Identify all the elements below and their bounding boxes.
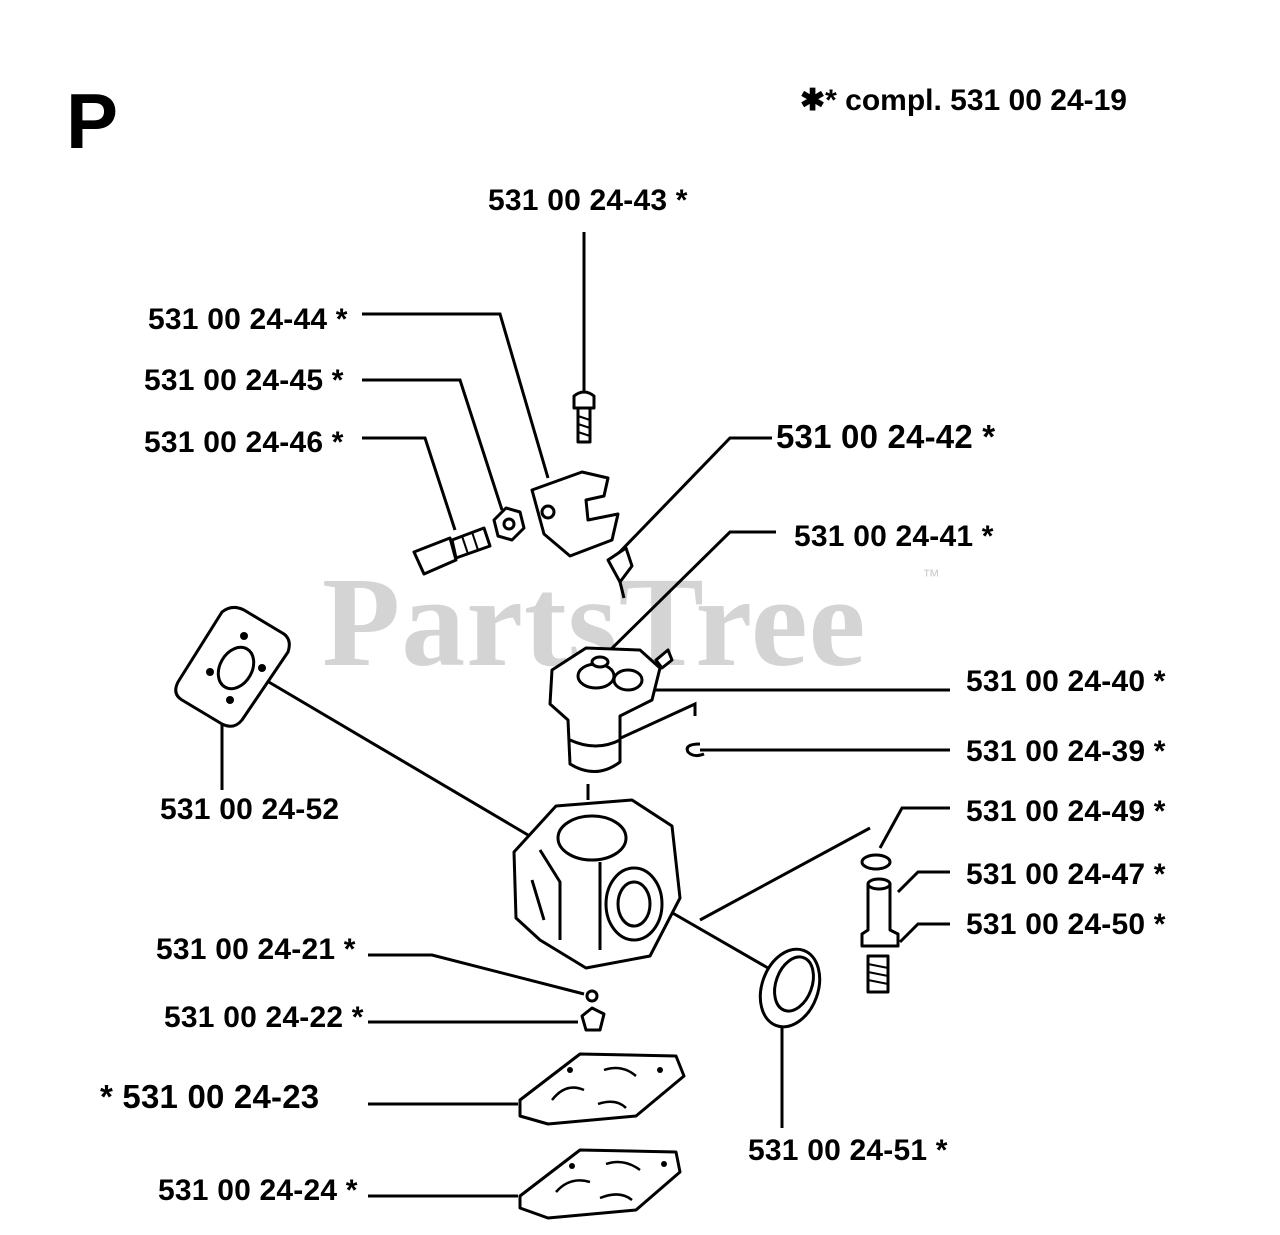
watermark-trademark: ™ xyxy=(922,566,940,586)
leader-50 xyxy=(898,922,950,944)
leader-41 xyxy=(596,530,776,664)
label-531-00-24-23: * 531 00 24-23 xyxy=(100,1078,320,1115)
leader-52b xyxy=(261,676,529,837)
lever-icon xyxy=(530,470,620,558)
leader-49 xyxy=(878,806,950,849)
adjusting-screw-icon xyxy=(412,526,492,576)
leader-46 xyxy=(362,436,457,531)
label-531-00-24-42: 531 00 24-42 * xyxy=(776,418,996,455)
leader-44 xyxy=(362,312,550,479)
label-531-00-24-52: 531 00 24-52 xyxy=(160,793,340,826)
spring-icon xyxy=(866,954,890,994)
label-531-00-24-39: 531 00 24-39 * xyxy=(966,735,1166,768)
leader-42 xyxy=(610,436,772,562)
screw-icon xyxy=(572,390,596,444)
label-531-00-24-24: 531 00 24-24 * xyxy=(158,1174,358,1207)
leader-21 xyxy=(368,953,585,996)
label-531-00-24-49: 531 00 24-49 * xyxy=(966,795,1166,828)
label-531-00-24-22: 531 00 24-22 * xyxy=(164,1001,364,1034)
leader-47 xyxy=(896,870,950,894)
section-letter: P xyxy=(66,77,119,165)
clip-icon xyxy=(685,742,705,758)
label-531-00-24-47: 531 00 24-47 * xyxy=(966,858,1166,891)
label-531-00-24-43: 531 00 24-43 * xyxy=(488,184,688,217)
pump-gasket-icon xyxy=(518,1052,686,1126)
plug-icon xyxy=(580,1006,606,1032)
needle-valve-icon xyxy=(606,546,634,599)
label-531-00-24-51: 531 00 24-51 * xyxy=(748,1134,948,1167)
ball-icon xyxy=(585,989,599,1003)
kit-note: ✱* compl. 531 00 24-19 xyxy=(800,84,1127,117)
label-531-00-24-41: 531 00 24-41 * xyxy=(794,520,994,553)
diaphragm-icon xyxy=(518,1148,682,1220)
leader-lines xyxy=(220,232,950,1198)
label-531-00-24-40: 531 00 24-40 * xyxy=(966,665,1166,698)
nut-icon xyxy=(492,506,526,542)
label-531-00-24-50: 531 00 24-50 * xyxy=(966,908,1166,941)
leader-carb-valve xyxy=(699,826,871,922)
throttle-body-icon xyxy=(548,646,674,773)
o-ring-icon xyxy=(860,853,892,871)
label-531-00-24-46: 531 00 24-46 * xyxy=(144,426,344,459)
seal-ring-icon xyxy=(758,947,822,1029)
gasket-icon xyxy=(174,605,291,728)
label-531-00-24-21: 531 00 24-21 * xyxy=(156,933,356,966)
valve-icon xyxy=(860,877,900,948)
label-531-00-24-45: 531 00 24-45 * xyxy=(144,364,344,397)
leader-45 xyxy=(362,378,504,511)
label-531-00-24-44: 531 00 24-44 * xyxy=(148,303,348,336)
washer-icon xyxy=(590,655,610,669)
carburetor-body-icon xyxy=(512,798,682,970)
leader-39b xyxy=(611,701,697,744)
